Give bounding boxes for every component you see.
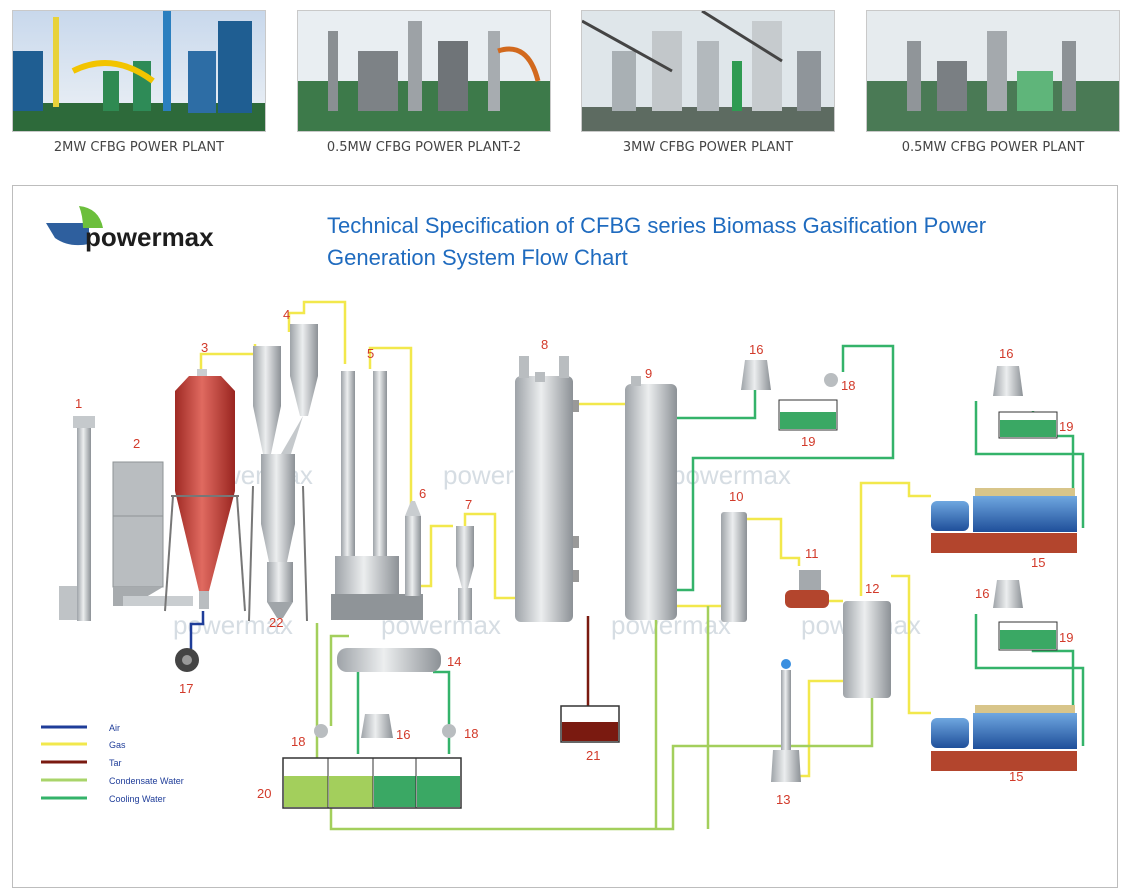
legend-item-tar: Tar — [41, 758, 122, 768]
svg-text:Air: Air — [109, 723, 120, 733]
chart-title-line2: Generation System Flow Chart — [327, 245, 628, 270]
gallery-caption: 3MW CFBG POWER PLANT — [622, 140, 794, 155]
component-number: 8 — [541, 337, 548, 352]
chart-title-line1: Technical Specification of CFBG series B… — [327, 213, 986, 238]
plant-photo[interactable] — [866, 10, 1120, 132]
component-number: 18 — [291, 734, 305, 749]
svg-text:Cooling Water: Cooling Water — [109, 794, 166, 804]
photo-gallery: 2MW CFBG POWER PLANT 0.5MW CFBG POWER PL… — [0, 0, 1130, 170]
component-number: 5 — [367, 346, 374, 361]
watermark: powermax — [671, 460, 791, 490]
heat-exchanger-unit — [331, 371, 423, 620]
svg-text:Tar: Tar — [109, 758, 122, 768]
component-number: 19 — [801, 434, 815, 449]
separator-column — [456, 526, 474, 620]
gallery-caption: 2MW CFBG POWER PLANT — [53, 140, 225, 155]
legend-item-condensate-water: Condensate Water — [41, 776, 184, 786]
component-number: 18 — [841, 378, 855, 393]
component-numbers: 1 2 3 4 5 6 7 8 9 10 11 12 13 14 15 15 1… — [75, 307, 1073, 807]
cyclone-separators — [248, 324, 318, 622]
svg-text:Condensate Water: Condensate Water — [109, 776, 184, 786]
gallery-item[interactable]: 3MW CFBG POWER PLANT — [581, 10, 835, 155]
component-number: 10 — [729, 489, 743, 504]
legend-item-air: Air — [41, 723, 120, 733]
component-number: 16 — [749, 342, 763, 357]
pipes — [189, 300, 1085, 831]
component-number: 7 — [465, 497, 472, 512]
plant-photo[interactable] — [297, 10, 551, 132]
gas-blower — [785, 570, 829, 608]
component-number: 19 — [1059, 419, 1073, 434]
plant-photo[interactable] — [581, 10, 835, 132]
component-number: 6 — [419, 486, 426, 501]
gallery-caption: 0.5MW CFBG POWER PLANT — [901, 140, 1085, 155]
component-number: 15 — [1031, 555, 1045, 570]
component-number: 1 — [75, 396, 82, 411]
feeding-conveyor — [59, 416, 95, 621]
component-number: 22 — [269, 615, 283, 630]
tar-pool — [560, 705, 620, 743]
component-number: 13 — [776, 792, 790, 807]
gas-generator-sets — [931, 488, 1077, 771]
component-number: 20 — [257, 786, 271, 801]
water-pools — [282, 757, 462, 809]
component-number: 14 — [447, 654, 461, 669]
flow-chart-diagram: powermax Technical Specification of CFBG… — [41, 206, 1085, 831]
component-number: 17 — [179, 681, 193, 696]
component-number: 11 — [805, 546, 819, 561]
component-number: 16 — [975, 586, 989, 601]
plant-photo[interactable] — [12, 10, 266, 132]
condenser — [337, 648, 441, 672]
legend-item-cooling-water: Cooling Water — [41, 794, 166, 804]
gallery-item[interactable]: 0.5MW CFBG POWER PLANT — [866, 10, 1120, 155]
gas-storage-tank — [843, 601, 891, 698]
legend-item-gas: Gas — [41, 740, 126, 750]
washing-tower — [515, 356, 579, 622]
component-number: 16 — [396, 727, 410, 742]
component-number: 3 — [201, 340, 208, 355]
cooling-pools — [778, 399, 1058, 651]
flow-chart-panel: powermax Technical Specification of CFBG… — [12, 185, 1118, 888]
air-blower — [175, 648, 199, 672]
component-number: 2 — [133, 436, 140, 451]
powermax-logo: powermax — [46, 206, 214, 252]
flow-legend: Air Gas Tar Condensate Water Cooling Wat… — [41, 723, 184, 804]
gallery-item[interactable]: 0.5MW CFBG POWER PLANT-2 — [297, 10, 551, 155]
component-number: 4 — [283, 307, 290, 322]
water-pumps — [314, 373, 838, 738]
component-number: 18 — [464, 726, 478, 741]
brand-name: powermax — [85, 222, 214, 252]
gallery-caption: 0.5MW CFBG POWER PLANT-2 — [326, 140, 522, 155]
svg-text:Gas: Gas — [109, 740, 126, 750]
cooling-tower-units — [361, 360, 1023, 738]
torch-flare — [771, 659, 801, 782]
fine-filter — [721, 512, 747, 622]
component-number: 12 — [865, 581, 879, 596]
gallery-item[interactable]: 2MW CFBG POWER PLANT — [12, 10, 266, 155]
cfb-gasifier — [164, 369, 246, 612]
component-number: 16 — [999, 346, 1013, 361]
component-number: 15 — [1009, 769, 1023, 784]
component-number: 9 — [645, 366, 652, 381]
component-number: 19 — [1059, 630, 1073, 645]
fuel-silo — [112, 461, 193, 606]
cooling-tower — [625, 376, 677, 620]
component-number: 21 — [586, 748, 600, 763]
